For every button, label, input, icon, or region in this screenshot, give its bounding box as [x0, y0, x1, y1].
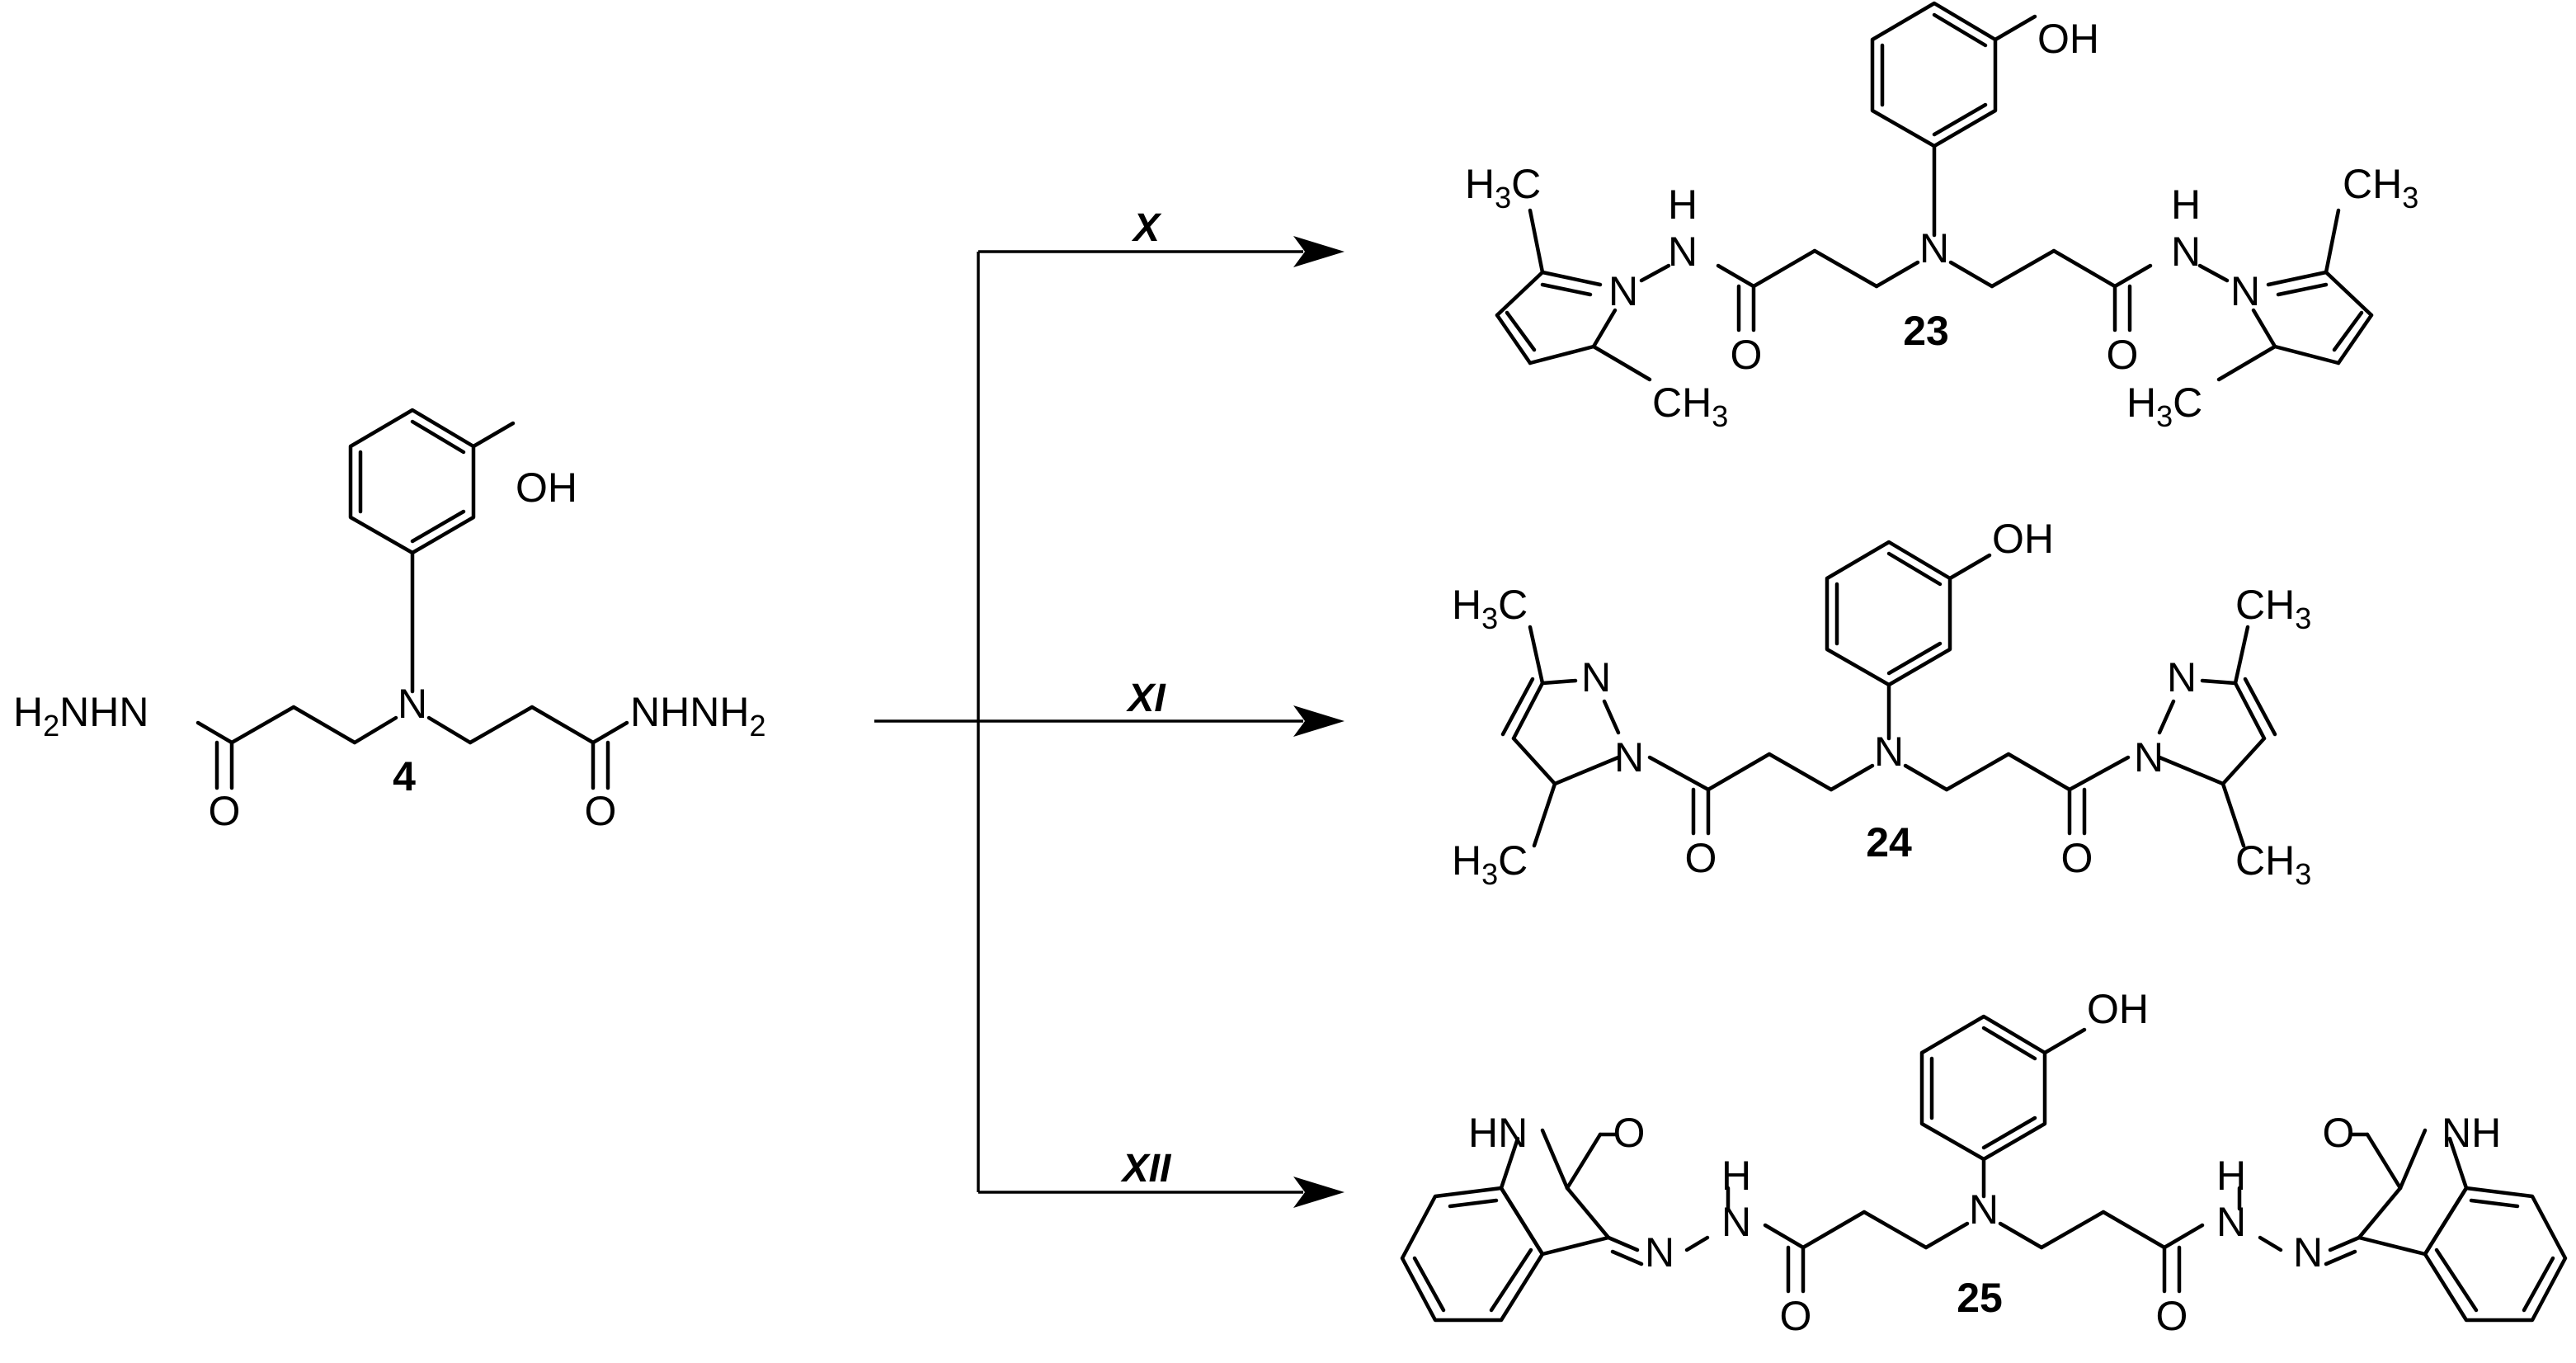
- reaction-arrows: X XI XII: [874, 206, 1345, 1208]
- compound-24-h3c-c: C: [1498, 582, 1528, 628]
- compound-23-h3c-c: C: [2173, 380, 2202, 426]
- compound-23-right-carbonyl-o: O: [2107, 332, 2139, 378]
- compound-23-left-carbonyl-o: O: [1731, 332, 1763, 378]
- compound-4-right-hydrazide: NHNH2: [630, 689, 765, 743]
- compound-25-central-n: N: [1969, 1186, 1999, 1233]
- compound-25-left-nh-n: N: [1721, 1199, 1751, 1245]
- compound-23-left-nh-n: N: [1668, 229, 1698, 275]
- compound-4-right-nhnh: NHNH: [630, 689, 749, 735]
- compound-25-left-oxo: O: [1613, 1110, 1646, 1156]
- compound-23-central-n: N: [1919, 225, 1949, 271]
- compound-4-structure: OH N H2NHN NHNH2 O O 4: [13, 408, 765, 834]
- compound-4-left-subscript: 2: [43, 709, 59, 743]
- compound-23-ch3-ch: CH: [1652, 380, 1712, 426]
- compound-23-h3c-3: 3: [1495, 181, 1511, 215]
- compound-24-left-bottom-methyl: H3C: [1452, 837, 1528, 891]
- compound-25-right-nh-h: H: [2216, 1153, 2246, 1199]
- compound-24-hydroxyl-label: OH: [1992, 516, 2054, 562]
- reaction-condition-x: X: [1131, 206, 1162, 250]
- compound-25-left-nh-h: H: [1721, 1153, 1751, 1199]
- compound-25-left-lactam-hn: HN: [1468, 1110, 1528, 1156]
- compound-23-left-top-methyl: H3C: [1465, 161, 1541, 215]
- compound-24-right-top-methyl: CH3: [2235, 582, 2311, 635]
- reaction-condition-xi: XI: [1125, 677, 1166, 720]
- compound-24-h3c-3: 3: [1481, 857, 1498, 891]
- compound-23-right-top-methyl: CH3: [2343, 161, 2418, 215]
- compound-24-left-ring-n2: N: [1581, 654, 1611, 700]
- compound-25-bonds: [1400, 1014, 2568, 1323]
- compound-4-left-h: H: [13, 689, 43, 735]
- compound-23-left-ring-n: N: [1608, 268, 1638, 314]
- compound-23-ch3-3: 3: [2402, 181, 2418, 215]
- compound-23-right-nh-n: N: [2171, 229, 2201, 275]
- arrow-xii-head-icon: [1293, 1177, 1345, 1208]
- compound-4-left-carbonyl-o: O: [209, 788, 241, 834]
- compound-4-right-carbonyl-o: O: [585, 788, 617, 834]
- compound-24-left-top-methyl: H3C: [1452, 582, 1528, 635]
- compound-25-right-imine-n: N: [2293, 1229, 2323, 1276]
- compound-23-bonds: [1495, 1, 2374, 382]
- compound-23-hydroxyl-label: OH: [2037, 16, 2099, 62]
- compound-24-h3c-h: H: [1452, 582, 1481, 628]
- compound-25-right-carbonyl-o: O: [2156, 1293, 2188, 1339]
- compound-25-hydroxyl-label: OH: [2087, 986, 2149, 1032]
- compound-4-number: 4: [393, 753, 416, 799]
- compound-23-left-nh-h: H: [1668, 182, 1698, 228]
- compound-23-h3c-h: H: [1465, 161, 1495, 207]
- compound-23-h3c-h: H: [2126, 380, 2156, 426]
- compound-24-ch3-3: 3: [2295, 601, 2311, 635]
- compound-4-left-hydrazide: H2NHN: [13, 689, 148, 743]
- compound-25-right-oxo: O: [2323, 1110, 2355, 1156]
- compound-25-right-nh-n: N: [2216, 1199, 2246, 1245]
- arrow-xi-head-icon: [1293, 705, 1345, 737]
- compound-4-right-subscript: 2: [749, 709, 765, 743]
- compound-23-ch3-3: 3: [1712, 399, 1728, 433]
- compound-24-right-carbonyl-o: O: [2061, 835, 2093, 881]
- compound-23-structure: OH N H N H N N N H3C CH3 CH3 H3C O O 23: [1465, 1, 2418, 433]
- reaction-condition-xii: XII: [1120, 1147, 1172, 1191]
- compound-23-left-bottom-methyl: CH3: [1652, 380, 1728, 433]
- compound-4-bonds: [195, 408, 629, 790]
- arrow-x-head-icon: [1293, 236, 1345, 267]
- compound-25-right-lactam-nh: NH: [2442, 1110, 2501, 1156]
- compound-4-hydroxyl-label: OH: [516, 465, 577, 511]
- compound-24-number: 24: [1866, 819, 1912, 865]
- compound-23-right-nh-h: H: [2171, 182, 2201, 228]
- compound-4-left-nhn: NHN: [59, 689, 148, 735]
- compound-24-h3c-h: H: [1452, 837, 1481, 884]
- compound-24-left-ring-n1: N: [1614, 734, 1644, 781]
- compound-23-h3c-c: C: [1511, 161, 1541, 207]
- compound-25-left-carbonyl-o: O: [1780, 1293, 1812, 1339]
- compound-23-right-ring-n: N: [2230, 268, 2260, 314]
- compound-24-h3c-3: 3: [1481, 601, 1498, 635]
- compound-24-right-bottom-methyl: CH3: [2235, 837, 2311, 891]
- compound-24-ch3-3: 3: [2295, 857, 2311, 891]
- compound-25-left-imine-n: N: [1645, 1229, 1674, 1276]
- compound-24-ch3-ch: CH: [2235, 837, 2295, 884]
- compound-24-central-n: N: [1874, 729, 1904, 775]
- compound-23-number: 23: [1903, 308, 1949, 354]
- compound-24-structure: OH N N N N N H3C H3C CH3 CH3 O O 24: [1452, 516, 2311, 891]
- compound-24-h3c-c: C: [1498, 837, 1528, 884]
- compound-25-number: 25: [1957, 1275, 2003, 1321]
- compound-24-right-ring-n1: N: [2134, 734, 2164, 781]
- compound-24-bonds: [1500, 540, 2277, 848]
- compound-24-left-carbonyl-o: O: [1685, 835, 1717, 881]
- compound-23-ch3-ch: CH: [2343, 161, 2402, 207]
- compound-24-right-ring-n2: N: [2167, 654, 2197, 700]
- compound-24-ch3-ch: CH: [2235, 582, 2295, 628]
- compound-23-right-bottom-methyl: H3C: [2126, 380, 2202, 433]
- compound-23-h3c-3: 3: [2156, 399, 2173, 433]
- compound-4-central-n: N: [398, 681, 427, 727]
- compound-25-structure: OH N H N H N N N HN NH O O O O 25: [1400, 986, 2568, 1339]
